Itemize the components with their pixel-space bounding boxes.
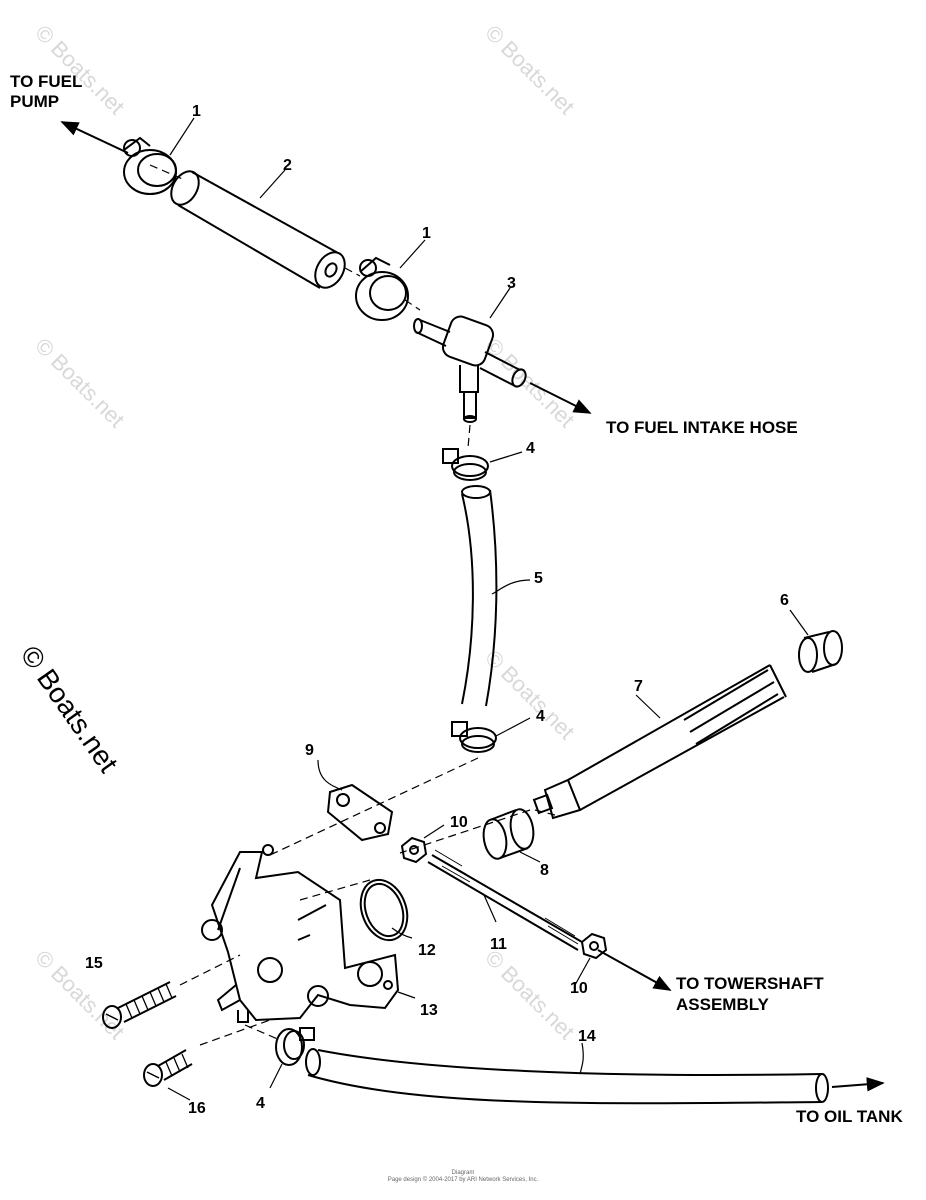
callout-13: 13 bbox=[420, 1002, 438, 1019]
part-16-screw bbox=[143, 1049, 193, 1087]
label-to-towershaft-line2: ASSEMBLY bbox=[676, 995, 769, 1014]
callout-6: 6 bbox=[780, 592, 789, 609]
callout-3: 3 bbox=[507, 275, 516, 292]
callout-4-upper: 4 bbox=[526, 440, 535, 457]
part-4-clamp-upper bbox=[442, 448, 489, 481]
label-to-fuel-pump-line2: PUMP bbox=[10, 92, 60, 111]
arrow-to-oil-tank bbox=[831, 1077, 885, 1092]
part-10-nut-upper bbox=[400, 836, 428, 864]
callout-12: 12 bbox=[418, 942, 436, 959]
part-3-fitting bbox=[413, 315, 527, 423]
part-1-clamp-lower bbox=[355, 256, 409, 321]
footer-line2: Page design © 2004-2017 by ARI Network S… bbox=[387, 1177, 539, 1183]
part-10-nut-lower bbox=[580, 932, 608, 960]
part-9-link bbox=[326, 783, 394, 842]
part-2-hose bbox=[170, 170, 346, 289]
callout-5: 5 bbox=[534, 570, 543, 587]
callout-16: 16 bbox=[188, 1100, 206, 1117]
part-1-clamp-upper bbox=[123, 136, 177, 195]
part-4-clamp-lower bbox=[275, 1027, 315, 1066]
callout-4-lower: 4 bbox=[256, 1095, 265, 1112]
arrow-to-towershaft bbox=[597, 949, 672, 991]
label-to-fuel-intake-hose: TO FUEL INTAKE HOSE bbox=[606, 418, 798, 437]
assembly-lines bbox=[149, 164, 556, 1046]
part-12-o-ring bbox=[359, 878, 409, 942]
callout-15: 15 bbox=[85, 955, 103, 972]
part-6-bushing bbox=[798, 630, 843, 673]
callout-2: 2 bbox=[283, 157, 292, 174]
part-14-hose bbox=[305, 1048, 829, 1105]
label-to-oil-tank: TO OIL TANK bbox=[796, 1107, 903, 1126]
leader-lines bbox=[167, 117, 809, 1101]
part-4-clamp-middle bbox=[451, 721, 497, 753]
callout-1-upper: 1 bbox=[192, 103, 201, 120]
part-7-shaft bbox=[532, 664, 787, 820]
callout-10-upper: 10 bbox=[450, 814, 468, 831]
callout-11: 11 bbox=[490, 936, 507, 953]
callout-1-lower: 1 bbox=[422, 225, 431, 242]
part-5-hose bbox=[461, 485, 498, 707]
callout-4-middle: 4 bbox=[536, 708, 545, 725]
callout-10-lower: 10 bbox=[570, 980, 588, 997]
part-15-screw bbox=[102, 981, 177, 1029]
arrow-to-fuel-pump bbox=[60, 121, 129, 154]
label-to-fuel-pump-line1: TO FUEL bbox=[10, 72, 83, 91]
callout-14: 14 bbox=[578, 1028, 596, 1045]
footer-line1: Diagram bbox=[451, 1170, 475, 1176]
arrow-to-fuel-intake bbox=[529, 382, 592, 414]
label-to-towershaft-line1: TO TOWERSHAFT bbox=[676, 974, 824, 993]
part-8-sleeve bbox=[482, 808, 535, 860]
part-13-pump-body bbox=[201, 844, 400, 1023]
callout-8: 8 bbox=[540, 862, 549, 879]
callout-7: 7 bbox=[634, 678, 643, 695]
part-11-rod bbox=[427, 849, 583, 951]
callout-9: 9 bbox=[305, 742, 314, 759]
